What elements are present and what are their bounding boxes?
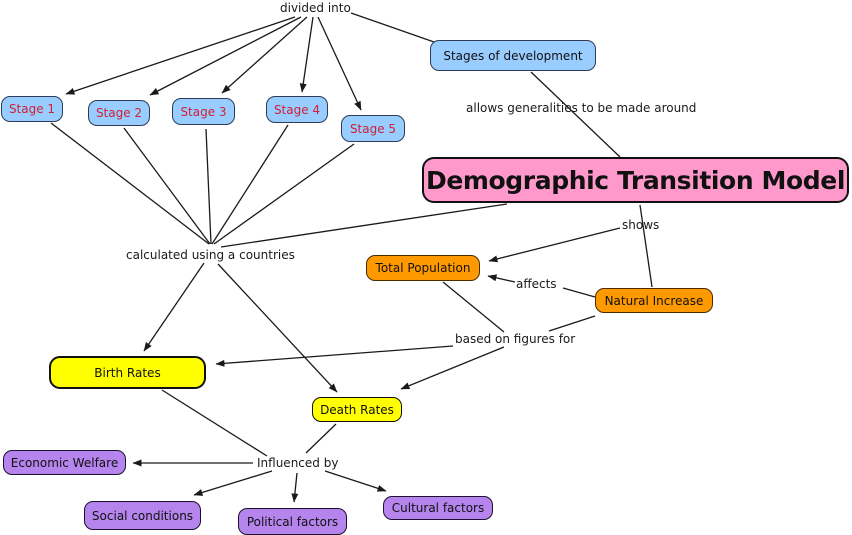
edge-label-shows[interactable]: shows: [622, 218, 660, 232]
edge-label-based-on-figures[interactable]: based on figures for: [455, 332, 576, 346]
node-label: Stages of development: [443, 48, 583, 63]
edge-label-divided-into[interactable]: divided into: [280, 1, 351, 15]
node-label: Stage 4: [273, 102, 321, 117]
node-label: Social conditions: [91, 508, 194, 523]
node-label: Stage 3: [180, 104, 227, 119]
node-death-rates[interactable]: Death Rates: [312, 397, 402, 422]
node-label: Birth Rates: [94, 365, 161, 380]
node-stage-5[interactable]: Stage 5: [341, 115, 405, 142]
edge-lines: [50, 12, 653, 503]
node-label: Natural Increase: [604, 293, 704, 308]
node-label: Stage 1: [8, 102, 56, 116]
edge-label-allows-generalities[interactable]: allows generalities to be made around: [466, 101, 697, 115]
node-label: Stage 5: [349, 121, 397, 136]
edge-label-calculated-using[interactable]: calculated using a countries: [126, 248, 295, 262]
node-demographic-transition-model[interactable]: Demographic Transition Model: [422, 157, 849, 203]
node-label: Death Rates: [320, 402, 394, 417]
node-stage-4[interactable]: Stage 4: [266, 96, 328, 123]
node-stages-of-development[interactable]: Stages of development: [430, 40, 596, 71]
node-label: Cultural factors: [391, 501, 485, 515]
node-cultural-factors[interactable]: Cultural factors: [383, 496, 493, 520]
node-stage-3[interactable]: Stage 3: [172, 98, 235, 125]
node-stage-2[interactable]: Stage 2: [88, 100, 150, 126]
node-label: Demographic Transition Model: [425, 165, 846, 195]
node-social-conditions[interactable]: Social conditions: [84, 501, 201, 530]
edge-label-affects[interactable]: affects: [516, 277, 557, 291]
edge-label-influenced-by[interactable]: Influenced by: [257, 456, 339, 470]
node-label: Total Population: [375, 261, 471, 275]
node-economic-welfare[interactable]: Economic Welfare: [3, 450, 126, 475]
node-political-factors[interactable]: Political factors: [238, 508, 347, 535]
node-label: Political factors: [246, 514, 339, 529]
node-total-population[interactable]: Total Population: [366, 255, 480, 281]
node-stage-1[interactable]: Stage 1: [1, 96, 63, 122]
node-natural-increase[interactable]: Natural Increase: [595, 288, 713, 313]
node-label: Economic Welfare: [10, 455, 119, 470]
node-label: Stage 2: [95, 106, 143, 120]
node-birth-rates[interactable]: Birth Rates: [49, 356, 206, 389]
